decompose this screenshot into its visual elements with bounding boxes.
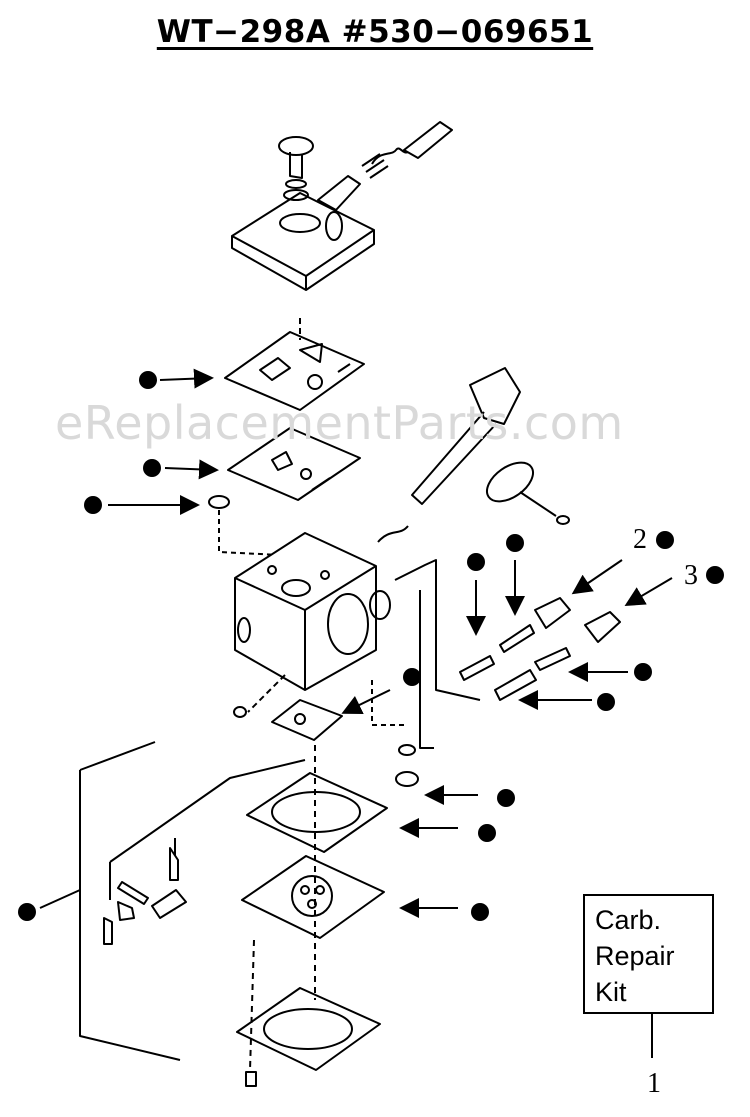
needle-set-part <box>103 847 187 945</box>
callout-arrows <box>108 368 673 918</box>
kit-reference-number: 1 <box>647 1068 661 1099</box>
pump-cover-gasket-part <box>241 855 385 939</box>
repair-kit-box: Carb. Repair Kit <box>583 894 714 1014</box>
top-cover-part <box>231 175 375 291</box>
carburetor-body-part <box>234 532 391 691</box>
kit-indicator-dots <box>18 371 724 921</box>
mixture-needle-left-part <box>459 624 535 681</box>
adjusting-needle-part <box>361 121 453 179</box>
bottom-cover-part <box>236 987 381 1071</box>
kit-label-line1: Carb. <box>595 905 662 935</box>
callout-number-2: 2 <box>633 524 647 555</box>
throttle-shaft-part <box>377 367 570 543</box>
inlet-valve-part <box>208 495 230 509</box>
pump-gasket-part <box>271 699 343 741</box>
kit-label-line3: Kit <box>595 977 627 1007</box>
kit-label-line2: Repair <box>595 941 675 971</box>
cover-screw-part <box>278 136 314 201</box>
mixture-needle-right-part <box>494 647 571 701</box>
gasket-upper-part <box>224 331 365 411</box>
limiter-cap-part <box>534 597 621 643</box>
callout-number-3: 3 <box>684 560 698 591</box>
pump-diaphragm-part <box>246 772 388 853</box>
metering-diaphragm-part <box>227 427 361 501</box>
page-title: WT−298A #530−069651 <box>156 14 594 50</box>
